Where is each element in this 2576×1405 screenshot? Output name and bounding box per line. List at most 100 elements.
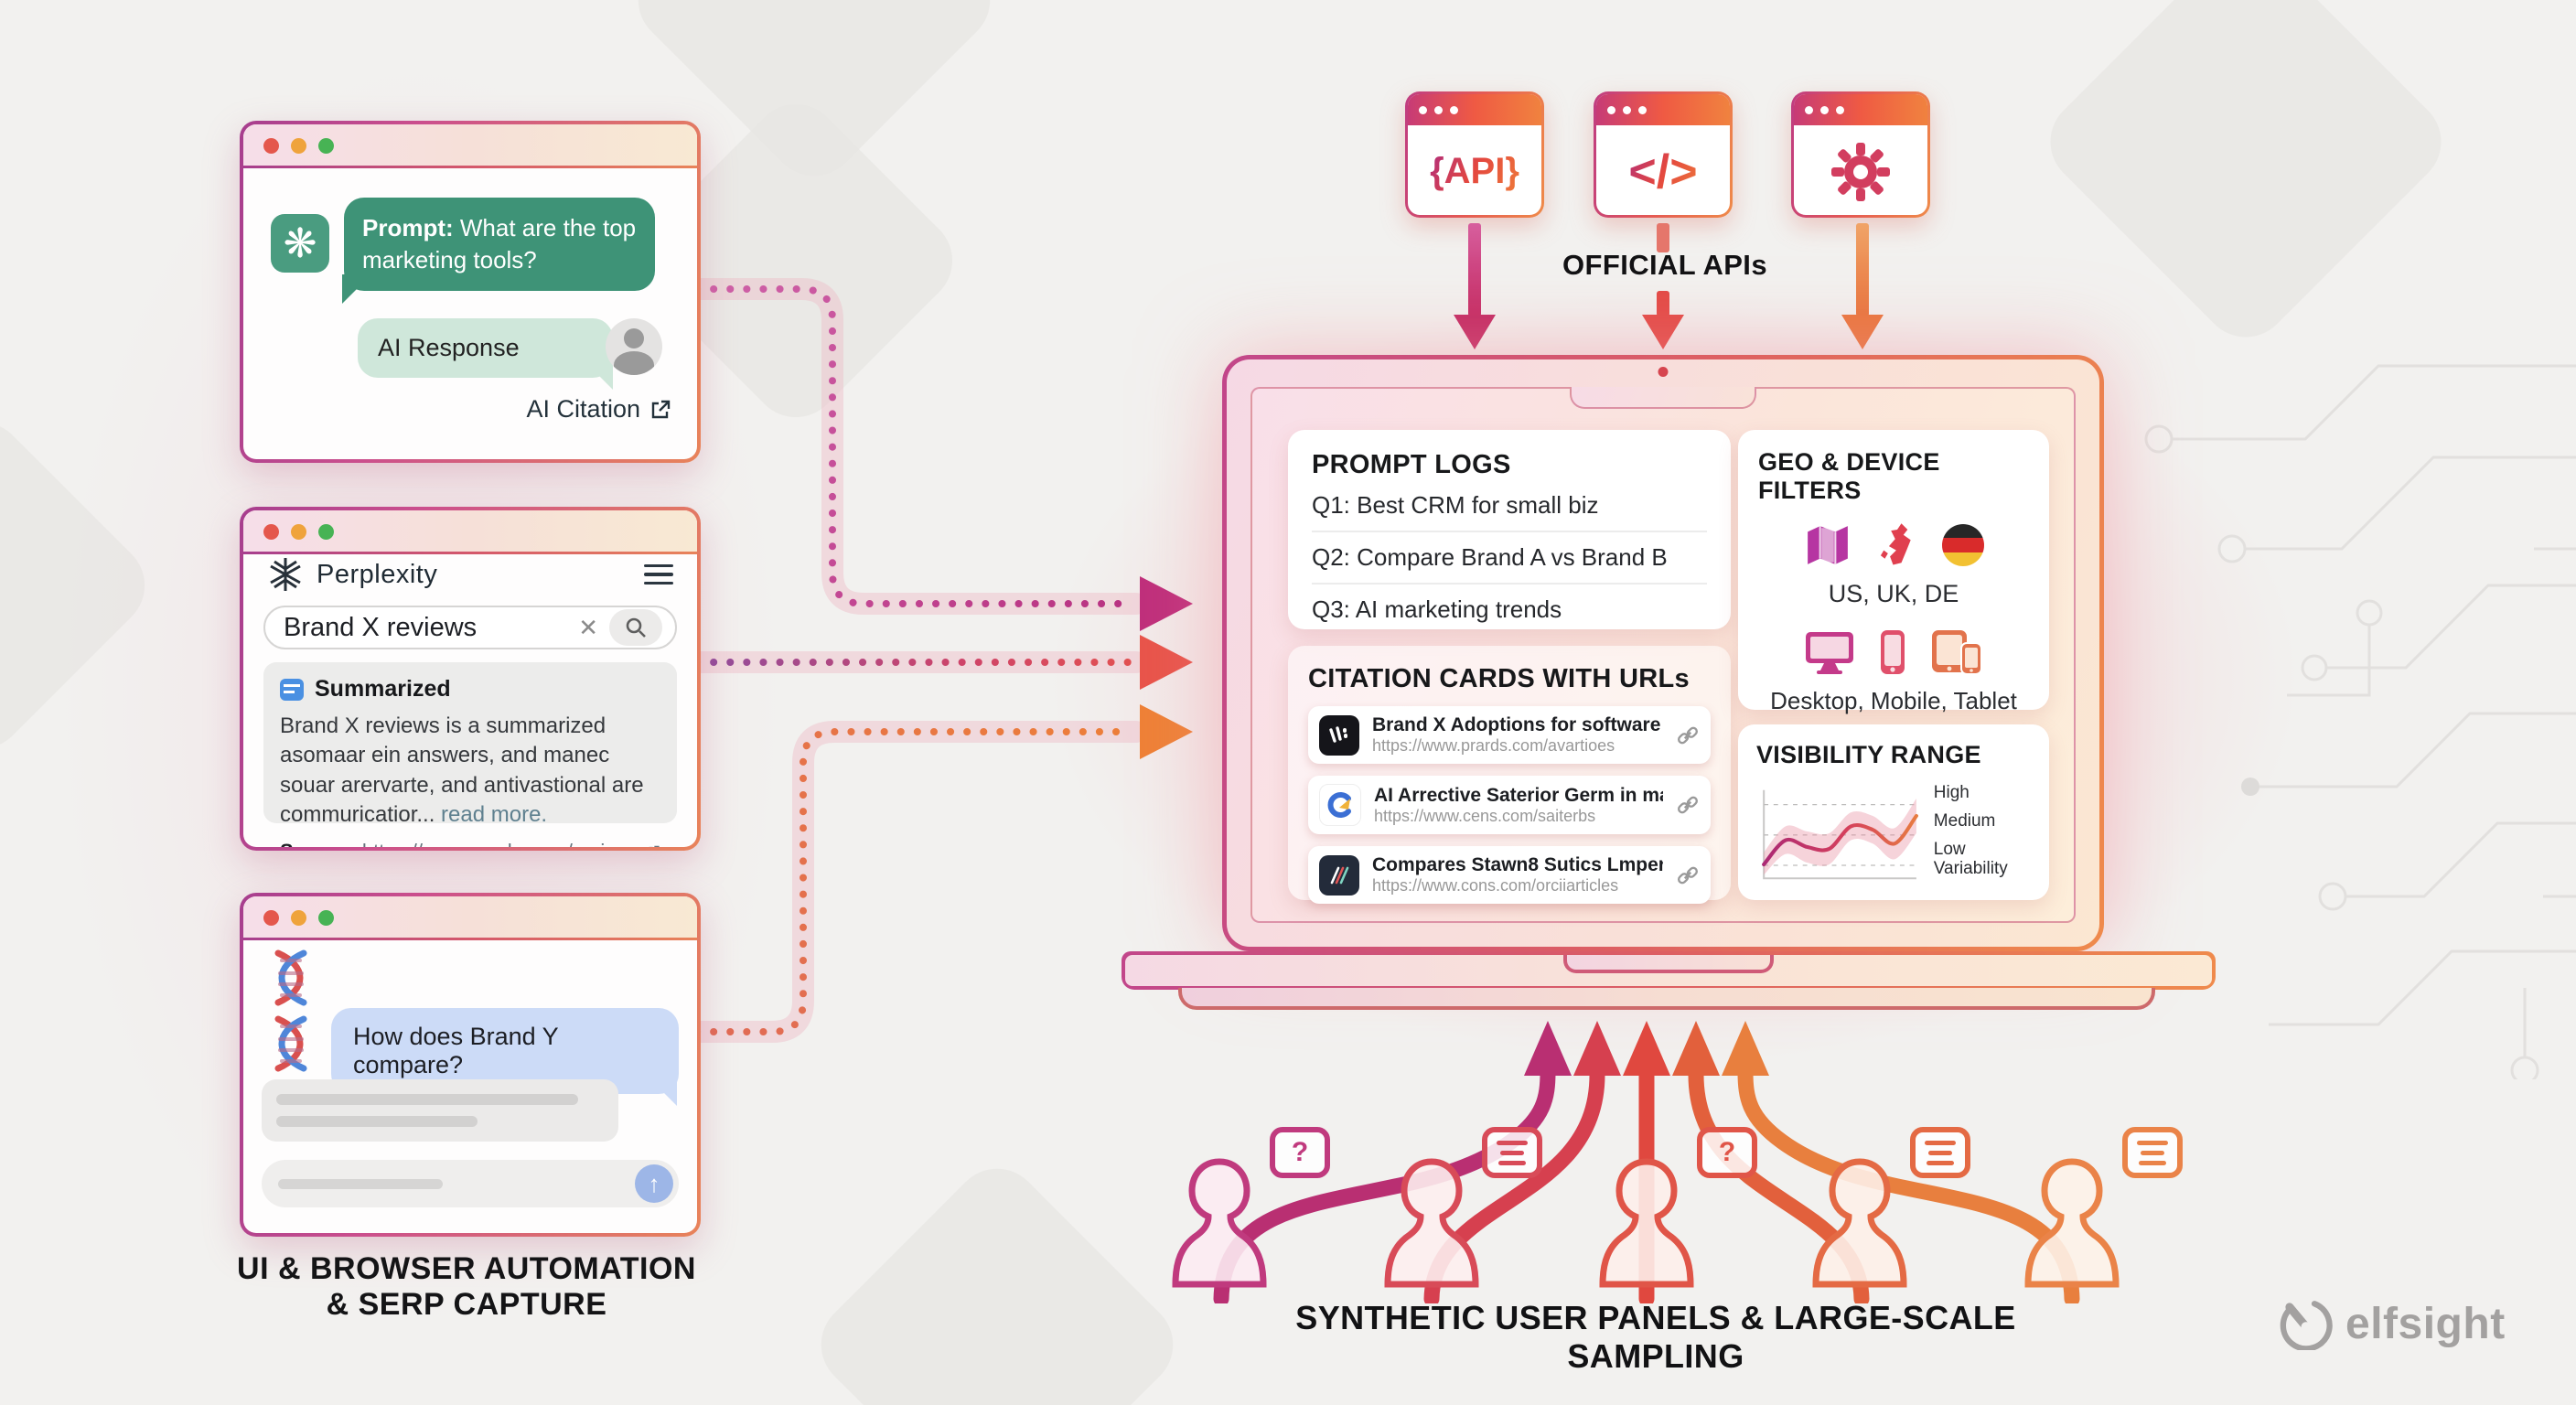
prompt-logs-panel: PROMPT LOGS Q1: Best CRM for small biz Q… — [1288, 430, 1731, 629]
search-button[interactable] — [609, 609, 662, 646]
official-apis-caption: OFFICIAL APIs — [1562, 249, 1767, 281]
arrowhead-icon — [1140, 704, 1193, 759]
chat-bubble-icon — [1482, 1127, 1542, 1178]
source-logo-icon — [1319, 854, 1359, 896]
perplexity-window: Perplexity Brand X reviews ✕ Summarized … — [240, 507, 701, 851]
arrowhead-icon — [1140, 576, 1193, 631]
visibility-chart — [1762, 789, 1918, 880]
citation-title: AI Arrective Saterior Germ in marketi... — [1374, 784, 1663, 806]
arrowhead-icon — [1573, 1021, 1621, 1076]
chatgpt-logo-icon: ❋ — [271, 214, 329, 273]
mini-titlebar — [1794, 94, 1927, 125]
external-link-icon[interactable] — [648, 842, 660, 847]
synthetic-user — [2012, 1151, 2131, 1288]
panel-title: PROMPT LOGS — [1312, 450, 1511, 479]
user-avatar — [606, 318, 662, 375]
legend-high: High — [1933, 783, 1970, 802]
citation-title: Brand X Adoptions for software sign i... — [1372, 714, 1663, 735]
summary-card: Summarized Brand X reviews is a summariz… — [263, 662, 677, 847]
device-label: Desktop, Mobile, Tablet — [1770, 687, 2017, 714]
down-arrow-head — [1642, 315, 1684, 349]
panel-title: CITATION CARDS WITH URLs — [1308, 664, 1690, 693]
gear-icon — [1831, 142, 1890, 201]
dna-helix-icon — [274, 1015, 307, 1072]
elfsight-logo-icon — [2280, 1301, 2333, 1350]
uk-map-icon — [1880, 523, 1911, 565]
citation-card[interactable]: AI Arrective Saterior Germ in marketi...… — [1308, 776, 1711, 834]
legend-low: Low Variability — [1933, 840, 2008, 879]
arrowhead-icon — [1722, 1021, 1769, 1076]
traffic-lights — [263, 524, 334, 540]
search-value[interactable]: Brand X reviews — [284, 612, 478, 642]
search-icon — [626, 617, 646, 638]
code-card: </> — [1594, 91, 1733, 218]
citation-card[interactable]: Compares Stawn8 Sutics Lmpers Map... htt… — [1308, 846, 1711, 904]
mini-titlebar — [1596, 94, 1730, 125]
source-logo-icon — [1319, 784, 1361, 826]
citation-url[interactable]: https://www.cens.com/saiterbs — [1374, 806, 1596, 825]
circuit-pattern-right — [2144, 364, 2576, 1079]
chat-bubble-icon — [1910, 1127, 1970, 1178]
citation-card[interactable]: Brand X Adoptions for software sign i...… — [1308, 706, 1711, 764]
link-icon[interactable] — [1676, 863, 1700, 887]
search-input[interactable]: Brand X reviews ✕ — [263, 606, 677, 649]
chatgpt-window: ❋ Prompt: What are the top marketing too… — [240, 121, 701, 463]
citation-url[interactable]: https://www.prards.com/avartioes — [1372, 736, 1615, 755]
ai-citation-link[interactable]: AI Citation — [526, 395, 640, 423]
gear-card — [1791, 91, 1930, 218]
perplexity-brand-name: Perplexity — [317, 559, 438, 589]
traffic-lights — [263, 138, 334, 154]
camera-dot-icon — [1658, 367, 1669, 377]
dna-helix-icon — [274, 949, 307, 1006]
arrowhead-icon — [1140, 635, 1193, 690]
panel-title: VISIBILITY RANGE — [1756, 741, 1981, 768]
api-icon: {API} — [1430, 151, 1519, 191]
connector-lines — [686, 278, 1193, 1043]
arrowhead-icon — [1672, 1021, 1720, 1076]
menu-icon[interactable] — [644, 563, 673, 585]
source-label: Source: — [280, 840, 355, 847]
us-map-icon — [1808, 526, 1848, 564]
external-link-icon[interactable] — [649, 399, 671, 421]
camera-notch — [1570, 387, 1756, 409]
chat-bubble-icon — [2122, 1127, 2183, 1178]
geo-device-panel: GEO & DEVICE FILTERS US, UK, DE — [1738, 430, 2049, 714]
visibility-range-panel: VISIBILITY RANGE High Medium Low Variabi… — [1738, 724, 2049, 900]
down-arrow-shaft — [1856, 223, 1869, 316]
source-url-link[interactable]: https://seamrpode.com/reviews — [362, 840, 640, 847]
question-bubble-icon: ? — [1697, 1127, 1757, 1178]
message-input[interactable]: ↑ — [262, 1160, 679, 1207]
prompt-bubble: Prompt: What are the top marketing tools… — [342, 198, 655, 305]
input-placeholder-bar — [278, 1178, 443, 1189]
arrowhead-icon — [1623, 1021, 1670, 1076]
legend-medium: Medium — [1933, 811, 1996, 831]
brand-name: elfsight — [2345, 1299, 2506, 1348]
send-button[interactable]: ↑ — [635, 1164, 673, 1203]
code-icon: </> — [1628, 145, 1698, 198]
link-icon[interactable] — [1676, 793, 1700, 817]
clear-search-icon[interactable]: ✕ — [578, 613, 598, 641]
geo-label: US, UK, DE — [1828, 580, 1959, 607]
ai-response-bubble: AI Response — [358, 318, 613, 390]
window-titlebar — [243, 896, 697, 940]
synthetic-user — [1800, 1151, 1919, 1288]
citation-url[interactable]: https://www.cons.com/orciiarticles — [1372, 876, 1619, 895]
germany-flag-icon — [1942, 524, 1984, 566]
prompt-text: What are the top marketing tools? — [362, 214, 637, 274]
ai-response-label: AI Response — [378, 334, 520, 361]
prompt-log-row: Q2: Compare Brand A vs Brand B — [1312, 531, 1707, 583]
prompt-log-row: Q1: Best CRM for small biz — [1312, 491, 1599, 519]
traffic-lights — [263, 910, 334, 926]
perplexity-logo-icon — [270, 558, 301, 591]
question-bubble-icon: ? — [1270, 1127, 1330, 1178]
laptop-base-lip — [1178, 988, 2155, 1010]
down-arrow-head — [1454, 315, 1496, 349]
api-card: {API} — [1405, 91, 1544, 218]
link-icon[interactable] — [1676, 724, 1700, 747]
mini-titlebar — [1408, 94, 1541, 125]
read-more-link[interactable]: read more. — [441, 802, 548, 828]
down-arrow-shaft — [1657, 223, 1669, 252]
summary-text: Brand X reviews is a summarized asomaar … — [280, 713, 644, 828]
prompt-label: Prompt: — [362, 214, 454, 241]
